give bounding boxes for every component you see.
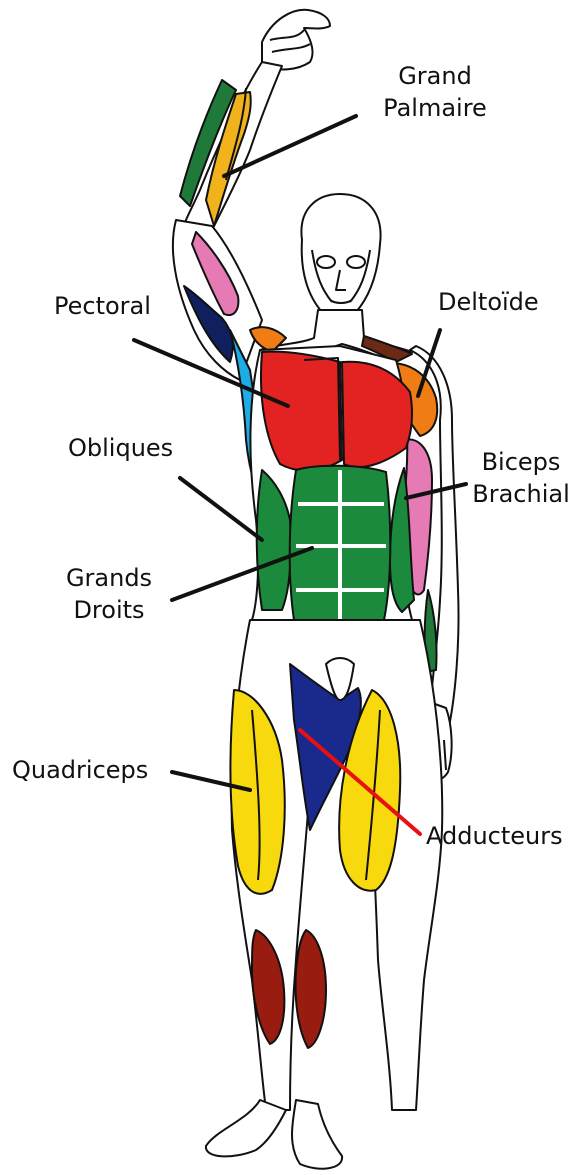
label-adducteurs: Adducteurs (426, 820, 563, 852)
calf-right-muscle (296, 930, 327, 1048)
label-grand-palmaire: Grand Palmaire (376, 60, 494, 124)
label-pectoral: Pectoral (54, 290, 151, 322)
legs (206, 620, 442, 1169)
label-biceps-brachial-line2: Brachial (462, 478, 580, 510)
leader-obliques (180, 478, 262, 540)
label-biceps-brachial: Biceps Brachial (462, 446, 580, 510)
label-grands-droits: Grands Droits (56, 562, 162, 626)
torso (250, 346, 414, 664)
raised-hand (262, 10, 330, 70)
label-grands-droits-line2: Droits (56, 594, 162, 626)
label-biceps-brachial-line1: Biceps (462, 446, 580, 478)
label-quadriceps: Quadriceps (12, 754, 148, 786)
label-grands-droits-line1: Grands (56, 562, 162, 594)
head (301, 194, 380, 320)
label-grand-palmaire-line2: Palmaire (376, 92, 494, 124)
label-deltoide: Deltoïde (438, 286, 539, 318)
forearm-raised (180, 62, 282, 234)
label-obliques: Obliques (68, 432, 173, 464)
label-grand-palmaire-line1: Grand (376, 60, 494, 92)
